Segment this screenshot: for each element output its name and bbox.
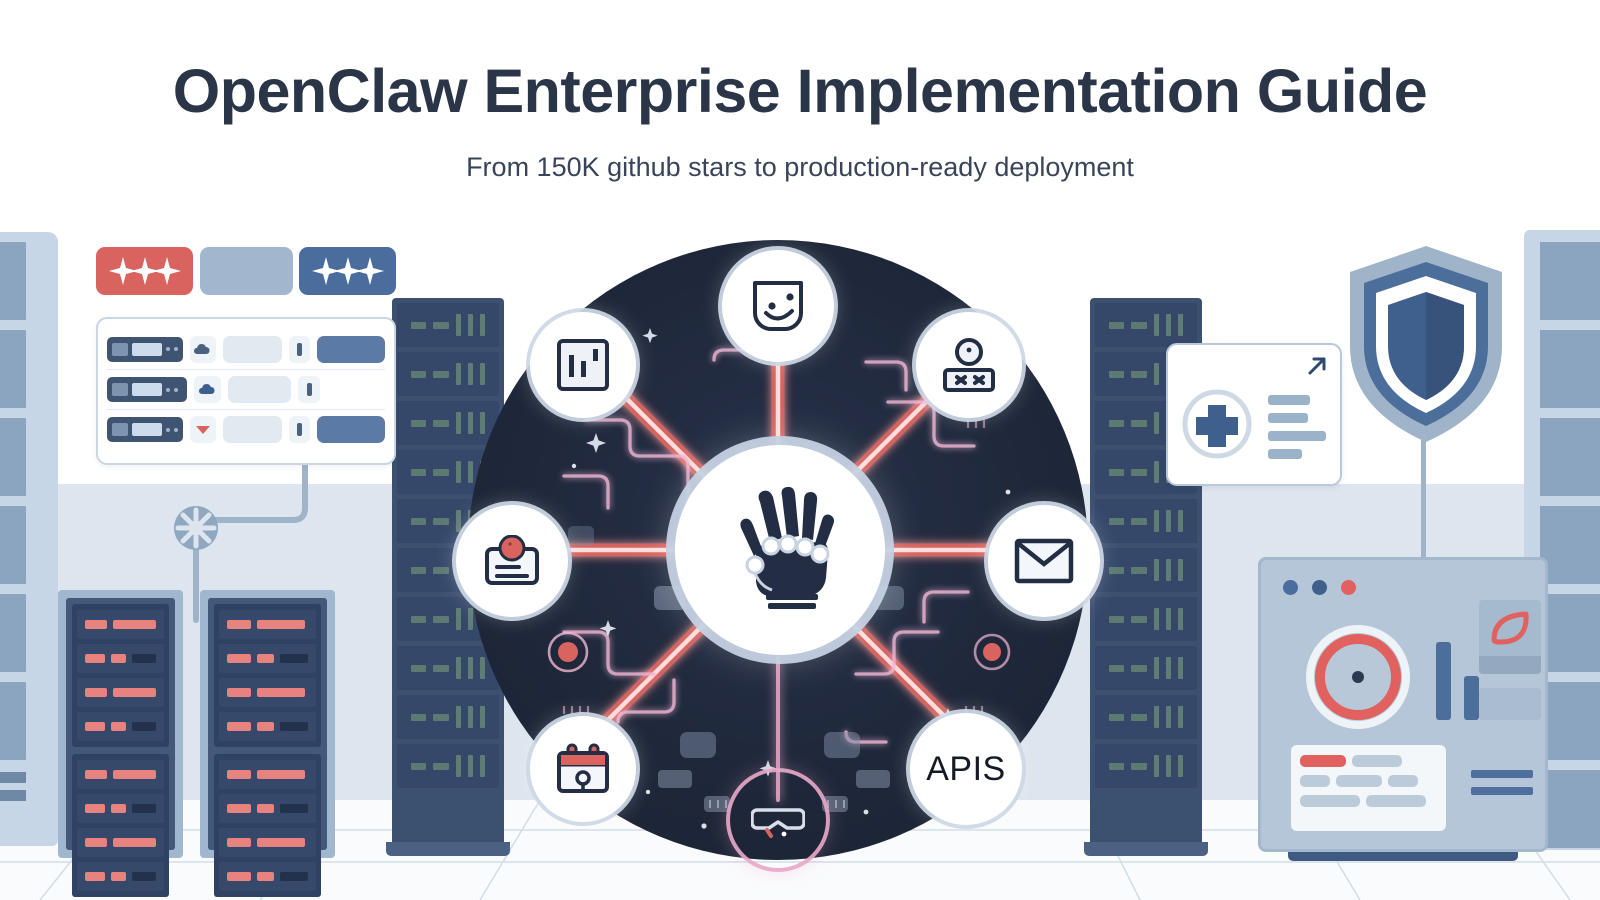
hub-center-node[interactable] [675, 445, 885, 655]
bar [1436, 642, 1451, 720]
cloud-icon [194, 376, 221, 403]
shield-icon [1350, 246, 1502, 442]
status-indicator [289, 416, 310, 443]
card-text-lines [1268, 395, 1326, 459]
status-indicator [298, 376, 320, 403]
control-console [1258, 557, 1548, 852]
server-chip-icon [107, 336, 184, 362]
cable-connectors-left [174, 447, 308, 623]
server-chip-icon [107, 417, 184, 442]
stars-icon [312, 257, 384, 285]
server-chip-icon [107, 377, 187, 402]
readout-bar [1336, 775, 1382, 787]
alert-icon [190, 416, 216, 443]
readout-bar [1300, 795, 1360, 807]
readout-row [1300, 795, 1437, 807]
console-footer-lines [1471, 770, 1533, 795]
server-rack-left-1 [58, 590, 183, 897]
readout-bar [1300, 775, 1330, 787]
dial-gauge-icon [1306, 625, 1410, 729]
value-placeholder [222, 416, 283, 443]
table-row[interactable] [107, 409, 385, 449]
leaf-icon [1491, 611, 1529, 645]
footer-line [1471, 787, 1533, 795]
page-title: OpenClaw Enterprise Implementation Guide [172, 57, 1428, 125]
smiley-face-icon [753, 281, 803, 331]
server-rack-middle-right [1084, 298, 1208, 856]
info-card-right[interactable] [1166, 343, 1342, 486]
tab-neutral[interactable] [200, 247, 293, 295]
readout-bar [1366, 795, 1426, 807]
readout-row [1300, 755, 1437, 767]
circuit-node [547, 631, 1011, 673]
status-dot [1341, 580, 1356, 595]
page-subtitle: From 150K github stars to production-rea… [466, 152, 1134, 182]
value-placeholder [222, 335, 283, 363]
text-line [1268, 413, 1308, 423]
text-line [1268, 449, 1302, 459]
table-row[interactable] [107, 369, 385, 409]
readout-row [1300, 775, 1437, 787]
envelope-icon [1014, 538, 1074, 584]
cloud-icon [190, 335, 216, 363]
value-placeholder [228, 376, 291, 403]
robot-hand-icon [740, 486, 834, 609]
vr-headset-icon [751, 808, 805, 838]
console-readout-panel [1291, 745, 1446, 831]
hub-node-document[interactable] [456, 505, 568, 617]
hub-node-calendar[interactable] [530, 716, 636, 822]
footer-line [1471, 770, 1533, 778]
status-dots [1283, 580, 1356, 595]
server-cabinet-far-right [1524, 230, 1600, 850]
readout-bar [1388, 775, 1418, 787]
text-line [1268, 431, 1326, 441]
hub-node-email[interactable] [988, 505, 1100, 617]
status-tabs [96, 247, 396, 295]
readout-bar [1300, 755, 1346, 767]
page-header: OpenClaw Enterprise Implementation Guide… [0, 0, 1600, 230]
hub-node-analytics[interactable] [530, 312, 636, 418]
table-row[interactable] [107, 329, 385, 369]
headset-agent-icon [943, 338, 995, 392]
status-dot [1283, 580, 1298, 595]
tab-primary[interactable] [299, 247, 396, 295]
action-button[interactable] [316, 335, 385, 363]
status-indicator [289, 335, 310, 363]
status-dot [1312, 580, 1327, 595]
calendar-icon [557, 743, 609, 793]
medical-cross-icon [1182, 389, 1252, 459]
bar-chart-indicator [1436, 642, 1479, 720]
hub-node-vision[interactable] [730, 772, 826, 868]
server-cabinet-far-left [0, 232, 58, 846]
document-card-icon [485, 535, 539, 585]
bar-chart-icon [557, 339, 609, 391]
external-link-arrow-icon[interactable] [1306, 355, 1328, 377]
integration-hub-diagram: APIS [456, 240, 1100, 900]
action-button[interactable] [316, 416, 385, 443]
hub-node-support[interactable] [916, 312, 1022, 418]
leaf-badge [1479, 600, 1541, 674]
text-line [1268, 395, 1310, 405]
server-list-panel [96, 317, 396, 465]
bar [1464, 676, 1479, 720]
stars-icon [109, 257, 181, 285]
tab-alerts[interactable] [96, 247, 193, 295]
hub-node-chat[interactable] [722, 250, 834, 362]
hub-node-apis-label: APIS [926, 749, 1006, 788]
shield-stem [1421, 440, 1426, 560]
hub-node-apis[interactable]: APIS [910, 713, 1022, 825]
console-badge-secondary [1479, 688, 1541, 720]
server-rack-left-2 [200, 590, 335, 897]
readout-bar [1352, 755, 1402, 767]
